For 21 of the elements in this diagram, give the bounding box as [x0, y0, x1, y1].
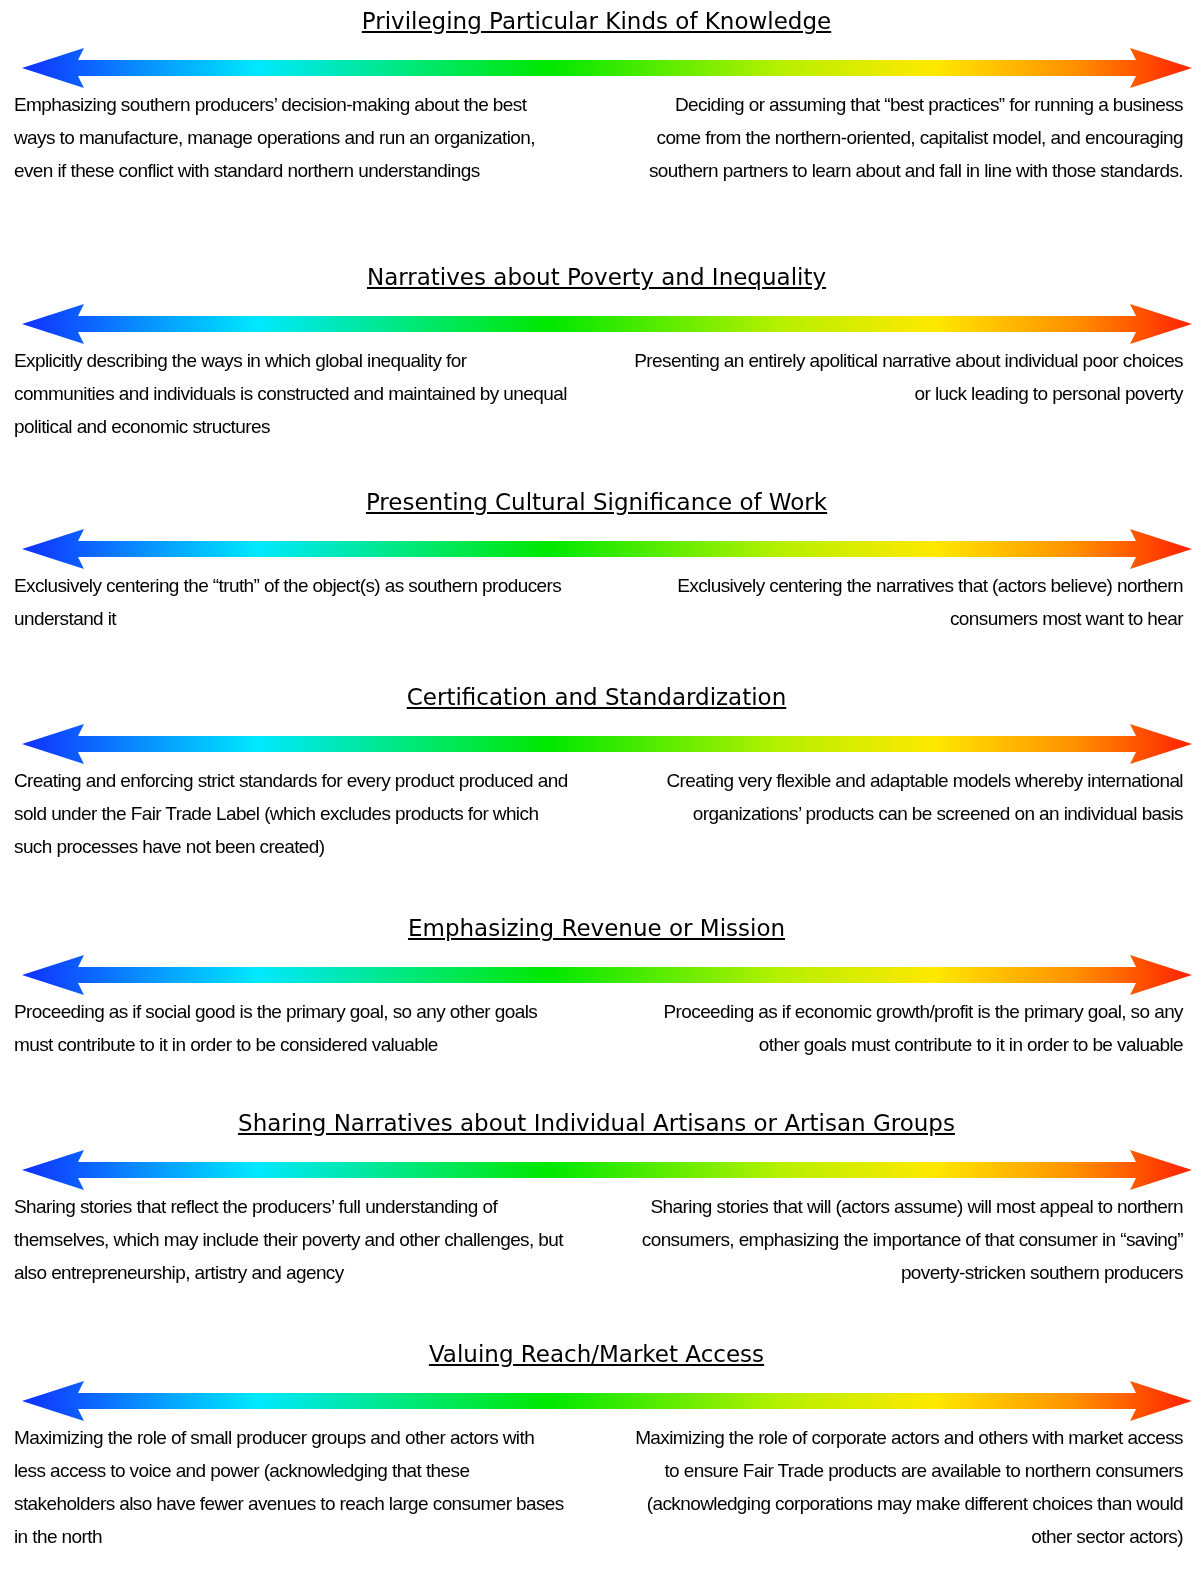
section-heading: Emphasizing Revenue or Mission: [407, 915, 786, 941]
section-heading: Privileging Particular Kinds of Knowledge: [361, 8, 832, 34]
left-pole-text: Creating and enforcing strict standards for every product produced and sold under the Fair Trade Label (which excludes products for which such processes have not been created): [14, 769, 569, 859]
section-heading: Narratives about Poverty and Inequality: [366, 264, 827, 290]
left-pole-text: Proceeding as if social good is the primary goal, so any other goals must contribute to it in order to be considered valuable: [14, 1000, 539, 1057]
section-heading: Certification and Standardization: [406, 684, 787, 710]
section-heading: Presenting Cultural Significance of Work: [365, 489, 828, 515]
right-pole-text: Maximizing the role of corporate actors and others with market access to ensure Fair Trade products are available to northern consumers (acknowledging corporations may make different choices than would other sector actors): [634, 1426, 1183, 1549]
section-heading: Sharing Narratives about Individual Artisans or Artisan Groups: [238, 1110, 955, 1136]
left-pole-text: Sharing stories that reflect the producers’ full understanding of themselves, which may include their poverty and other challenges, but also entrepreneurship, artistry and agency: [14, 1195, 565, 1285]
right-pole-text: Exclusively centering the narratives that (actors believe) northern consumers most want to hear: [676, 574, 1183, 631]
right-pole-text: Presenting an entirely apolitical narrative about individual poor choices or luck leading to personal poverty: [633, 349, 1183, 406]
left-pole-text: Exclusively centering the “truth” of the object(s) as southern producers understand it: [14, 574, 563, 631]
right-pole-text: Deciding or assuming that “best practices” for running a business come from the northern-oriented, capitalist model, and encouraging southern partners to learn about and fall in line with those standards.: [647, 93, 1183, 183]
left-pole-text: Maximizing the role of small producer groups and other actors with less access to voice and power (acknowledging that these stakeholders also have fewer avenues to reach large consumer bases in the north: [14, 1426, 565, 1549]
left-pole-text: Explicitly describing the ways in which global inequality for communities and individuals is constructed and maintained by unequal political and economic structures: [14, 349, 568, 439]
left-pole-text: Emphasizing southern producers’ decision-making about the best ways to manufacture, manage operations and run an organization, even if these conflict with standard northern understandings: [14, 93, 536, 183]
right-pole-text: Proceeding as if economic growth/profit is the primary goal, so any other goals must contribute to it in order to be valuable: [662, 1000, 1183, 1057]
right-pole-text: Sharing stories that will (actors assume) will most appeal to northern consumers, emphasizing the importance of that consumer in “saving” poverty-stricken southern producers: [640, 1195, 1183, 1285]
right-pole-text: Creating very flexible and adaptable models whereby international organizations’ products can be screened on an individual basis: [665, 769, 1183, 826]
section-heading: Valuing Reach/Market Access: [428, 1341, 765, 1367]
